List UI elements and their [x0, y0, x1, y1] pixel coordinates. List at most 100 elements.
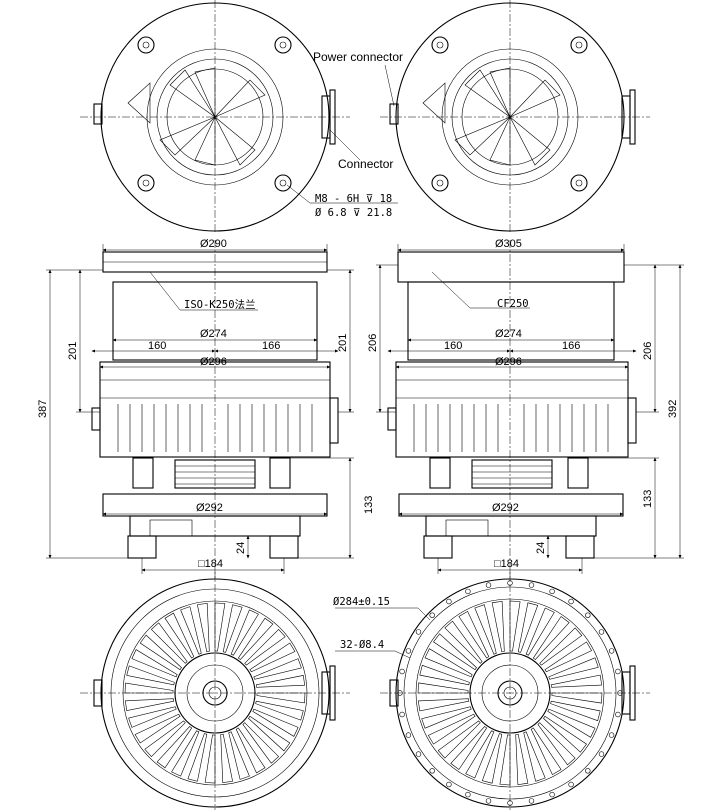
fan-spoke [419, 664, 470, 686]
bolt-hole [429, 612, 435, 618]
fan-spoke [551, 692, 603, 704]
bolt-hole [429, 768, 435, 774]
fan-spoke [124, 698, 175, 711]
fan-spoke [550, 674, 603, 688]
bottom-view-left [80, 570, 350, 810]
bolt-hole [405, 648, 412, 654]
fan-spoke [228, 731, 250, 780]
fan-spoke [150, 622, 188, 664]
bolt-hole [507, 580, 513, 586]
left-upper-height: 201 [67, 342, 79, 360]
fan-spoke [242, 722, 280, 764]
right-base-square: □184 [494, 558, 519, 570]
fan-spoke [131, 649, 178, 678]
bolt-hole [608, 732, 615, 738]
fan-spoke [253, 658, 302, 680]
power-connector-label: Power connector [313, 50, 403, 64]
thread-spec-line2: Ø 6.8 ⊽ 21.8 [315, 207, 392, 219]
fan-spoke [499, 734, 511, 786]
bolt-hole [405, 732, 412, 738]
bolt-hole [598, 751, 605, 757]
fan-spoke [204, 734, 216, 784]
fan-spoke [180, 606, 202, 655]
thread-spec-line1: M8 - 6H ⊽ 18 [315, 193, 392, 205]
right-offset-left: 160 [444, 340, 462, 352]
fan-spoke [474, 604, 497, 655]
bolt-hole [399, 668, 405, 675]
fan-spoke [256, 692, 306, 704]
fan-spoke [139, 634, 182, 671]
fan-spoke [437, 720, 481, 759]
fan-spoke [523, 731, 546, 782]
dimensions-left [46, 244, 354, 574]
fan-spoke [249, 642, 296, 673]
bolt-hole [615, 668, 621, 675]
bolt-hole [465, 791, 471, 798]
left-top-diameter: Ø290 [200, 238, 227, 250]
fan-spoke [543, 715, 587, 753]
right-upper-height-right: 206 [642, 342, 654, 360]
bolt-hole [399, 711, 405, 718]
bolt-hole [415, 751, 422, 757]
fan-spoke [156, 726, 193, 769]
fan-spoke [550, 700, 601, 722]
left-offset-right: 166 [262, 340, 280, 352]
right-housing-diameter: Ø296 [495, 356, 522, 368]
top-view-right [380, 0, 650, 232]
fan-spoke [164, 612, 195, 659]
left-flange-label: ISO-K250法兰 [184, 298, 256, 311]
fan-spoke [525, 607, 555, 656]
fan-spoke [491, 600, 505, 653]
fan-spoke [548, 657, 599, 680]
left-lower-height: 133 [363, 496, 375, 514]
fan-spoke [417, 682, 469, 694]
fan-spoke [255, 700, 304, 721]
left-upper-height-right: 201 [337, 334, 349, 352]
right-base-diameter: Ø292 [492, 502, 519, 514]
fan-spoke [134, 713, 181, 744]
fan-spoke [547, 708, 596, 738]
fan-spoke [222, 604, 243, 653]
top-view-left [80, 0, 398, 232]
left-body-diameter: Ø274 [200, 328, 227, 340]
holes-label: 32-Ø8.4 [340, 639, 384, 651]
bolt-hole [549, 791, 555, 798]
fan-spoke [248, 715, 291, 752]
bolt-hole [528, 798, 535, 804]
bolt-hole [446, 781, 452, 788]
bolt-hole [465, 588, 471, 595]
bolt-hole [549, 588, 555, 595]
bolt-hole [585, 612, 591, 618]
bolt-circle-label: Ø284±0.15 [333, 596, 390, 608]
side-view-right [387, 240, 637, 580]
fan-spoke [465, 730, 495, 779]
side-view-left [91, 240, 339, 580]
bolt-hole [485, 798, 492, 804]
fan-spoke [128, 706, 177, 728]
fan-spoke [450, 726, 488, 770]
left-total-height: 387 [37, 400, 49, 418]
bolt-hole [446, 598, 452, 605]
fan-spoke [444, 620, 483, 664]
fan-spoke [544, 641, 593, 673]
fan-spoke [214, 602, 226, 652]
right-total-height: 392 [667, 400, 679, 418]
left-foot-height: 24 [235, 542, 247, 554]
fan-spoke [481, 733, 503, 784]
fan-spoke [537, 722, 576, 766]
bolt-hole [507, 800, 513, 806]
left-base-square: □184 [198, 558, 223, 570]
fan-spoke [237, 617, 274, 660]
fan-spoke [197, 602, 210, 653]
fan-spoke [509, 600, 521, 652]
left-offset-left: 160 [148, 340, 166, 352]
right-offset-right: 166 [562, 340, 580, 352]
fan-spoke [220, 733, 233, 784]
right-foot-height: 24 [535, 542, 547, 554]
right-upper-height-left: 206 [367, 334, 379, 352]
fan-spoke [421, 706, 472, 729]
fan-spoke [230, 609, 259, 656]
right-body-diameter: Ø274 [495, 328, 522, 340]
fan-spoke [124, 682, 174, 694]
right-top-diameter: Ø305 [495, 238, 522, 250]
